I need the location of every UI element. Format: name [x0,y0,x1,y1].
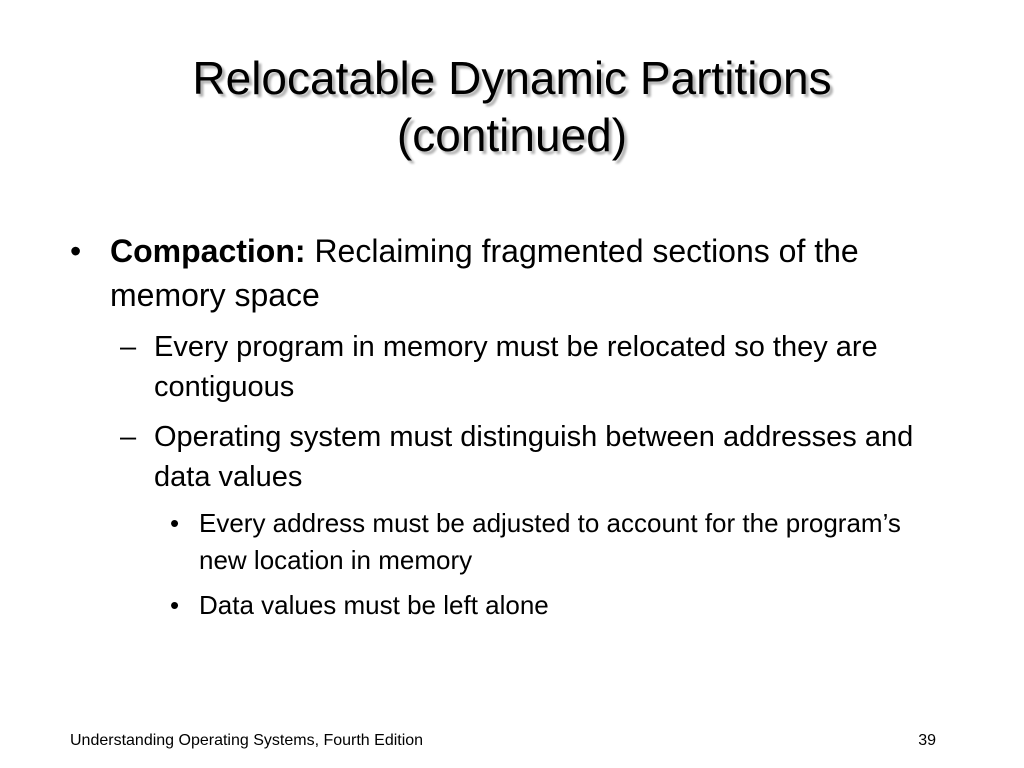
footer-source: Understanding Operating Systems, Fourth … [70,732,424,749]
dash-marker: – [120,421,137,453]
dash-marker: – [120,331,137,363]
slide-title-line-2: (continued) [396,109,628,161]
bullet-definition: Reclaiming fragmented sections of the me… [110,233,859,313]
slide-title: Relocatable Dynamic Partitions (continue… [60,50,964,164]
bullet-lead-term: Compaction: [110,233,306,269]
sub-bullet-relocate: – Every program in memory must be reloca… [120,327,960,407]
bullet-compaction: • Compaction: Reclaiming fragmented sect… [70,229,950,317]
subsub-bullet-text: Every address must be adjusted to accoun… [199,508,901,575]
bullet-marker: • [70,233,82,269]
subsub-bullet-adjust-address: • Every address must be adjusted to acco… [170,505,930,579]
sub-bullet-distinguish: – Operating system must distinguish betw… [120,417,960,497]
subsub-bullet-data-values: • Data values must be left alone [170,587,930,624]
sub-bullet-text: Every program in memory must be relocate… [154,331,878,403]
bullet-marker: • [170,508,180,538]
bullet-text: Compaction: Reclaiming fragmented sectio… [110,229,950,317]
subsub-bullet-text: Data values must be left alone [199,590,549,620]
slide-title-line-1: Relocatable Dynamic Partitions [192,52,832,104]
sub-bullet-text: Operating system must distinguish betwee… [154,421,914,493]
bullet-marker: • [170,590,180,620]
footer-page-number: 39 [918,732,936,749]
